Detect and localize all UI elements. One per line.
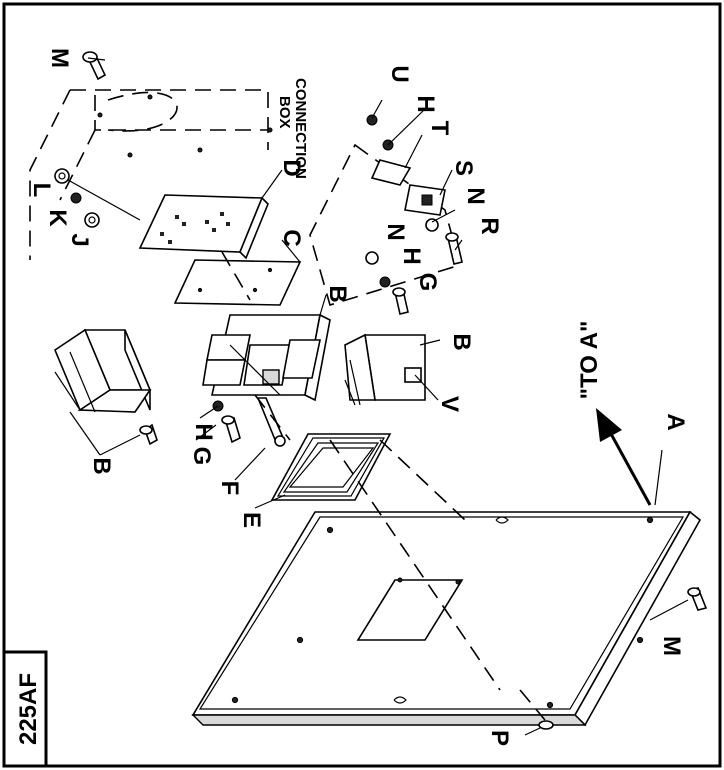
barrier-b-top xyxy=(54,328,158,446)
connection-box xyxy=(29,89,273,260)
label-e: E xyxy=(238,512,265,528)
label-h-mid: H xyxy=(398,247,425,264)
label-f: F xyxy=(216,481,243,496)
label-n-right: N xyxy=(462,187,489,204)
label-u: U xyxy=(386,65,413,82)
escutcheon-e xyxy=(270,433,392,501)
connection-box-label-line2: BOX xyxy=(276,96,293,129)
handle-shaft-f xyxy=(256,397,286,447)
model-tag: 225AF xyxy=(2,650,48,768)
screw-m-top xyxy=(82,51,107,81)
label-m-top: M xyxy=(46,48,73,68)
part-labels: M L K J D C B B G H F E V B N H G U H T … xyxy=(28,48,689,746)
lug-assembly xyxy=(309,114,463,315)
label-k: K xyxy=(44,209,71,227)
label-g-mid: G xyxy=(414,273,441,292)
screw-m-bottom xyxy=(649,587,708,621)
label-l: L xyxy=(28,183,55,198)
label-m-bottom: M xyxy=(658,636,685,656)
hardware-ljk xyxy=(54,168,141,228)
to-a-label: "TO A" xyxy=(576,321,603,400)
label-c: C xyxy=(278,229,305,246)
to-a-arrow xyxy=(596,408,652,506)
label-s: S xyxy=(450,160,477,176)
label-h-right: H xyxy=(412,95,439,112)
label-p: P xyxy=(486,730,513,746)
label-v: V xyxy=(436,396,463,412)
label-h-left: H xyxy=(190,423,217,440)
label-j: J xyxy=(66,233,93,246)
mounting-plate-d xyxy=(138,194,269,260)
label-r: R xyxy=(476,217,503,234)
barrier-b-right xyxy=(344,333,426,406)
connection-box-label-line1: CONNECTION xyxy=(292,78,309,179)
alignment-lines xyxy=(221,251,546,721)
insulator-c xyxy=(173,259,302,306)
circuit-breaker xyxy=(202,313,331,402)
leader-lines xyxy=(69,57,663,509)
model-tag-text: 225AF xyxy=(15,673,42,745)
label-g-left: G xyxy=(188,447,215,466)
label-b-center: B xyxy=(324,285,351,302)
pin-p xyxy=(524,720,554,736)
label-d: D xyxy=(278,159,305,176)
label-a: A xyxy=(662,413,689,430)
label-n-left: N xyxy=(382,223,409,240)
label-b-left: B xyxy=(88,457,115,474)
label-b-right: B xyxy=(448,333,475,350)
panel-a xyxy=(191,510,702,727)
label-t: T xyxy=(426,121,453,136)
